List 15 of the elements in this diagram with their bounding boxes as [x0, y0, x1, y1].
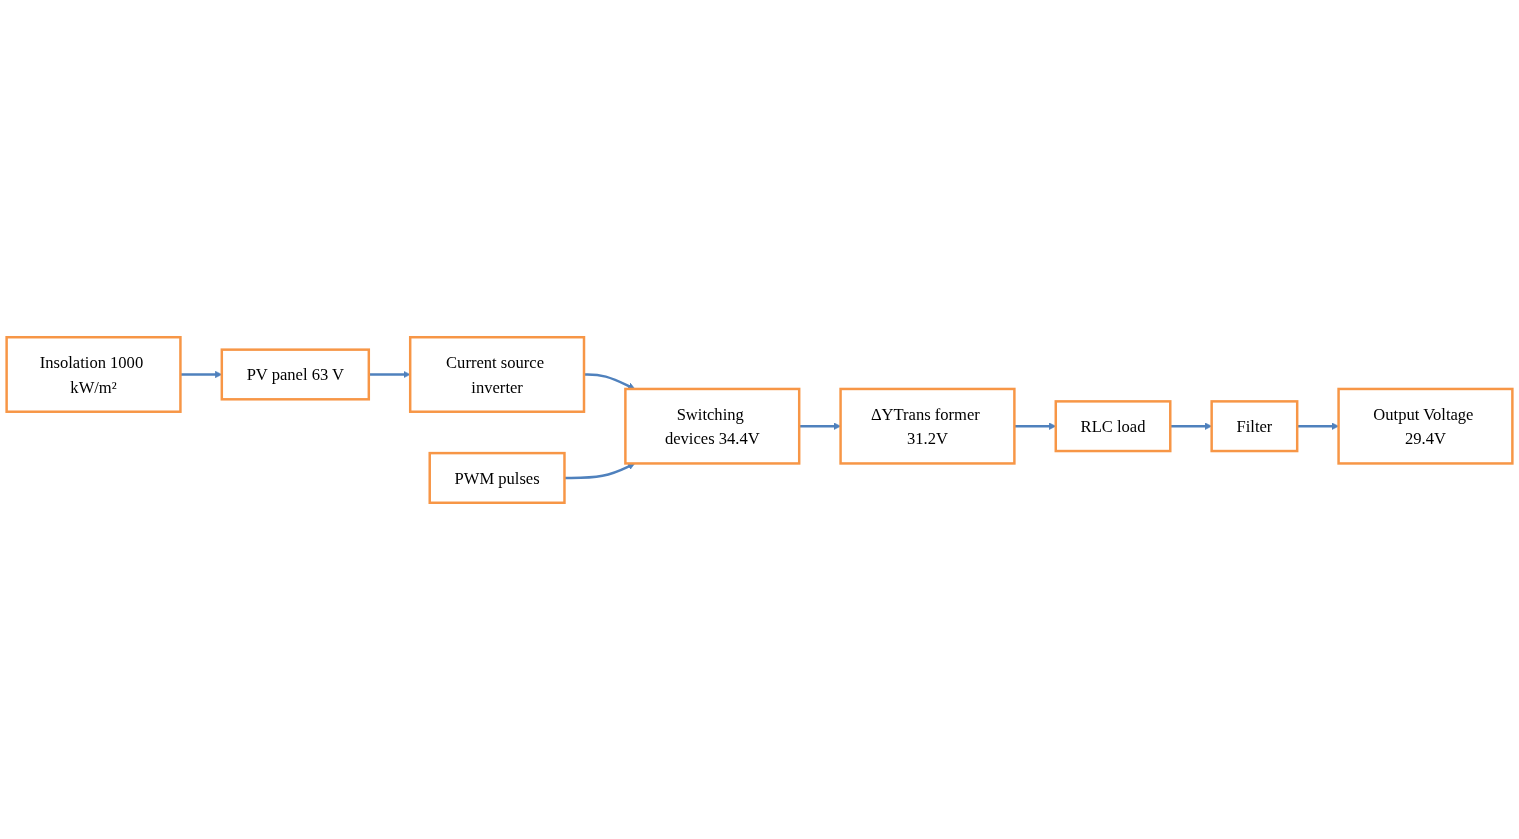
node-box: PV panel 63 V [220, 347, 371, 401]
arrow [584, 372, 636, 389]
arrow [564, 462, 636, 479]
arrow [1170, 422, 1212, 430]
node-box: ΔYTrans former 31.2V [839, 387, 1016, 465]
node-box: Switching devices 34.4V [624, 387, 801, 465]
node-box: Filter [1210, 399, 1299, 452]
node-box: Insolation 1000 kW/m² [5, 335, 182, 413]
node-box: PWM pulses [428, 451, 566, 504]
node-box: RLC load [1054, 399, 1172, 452]
arrow [799, 422, 841, 430]
arrow [1297, 422, 1339, 430]
node-box: Current source inverter [408, 335, 586, 413]
node-box: Output Voltage 29.4V [1337, 387, 1514, 465]
arrow [368, 370, 411, 378]
